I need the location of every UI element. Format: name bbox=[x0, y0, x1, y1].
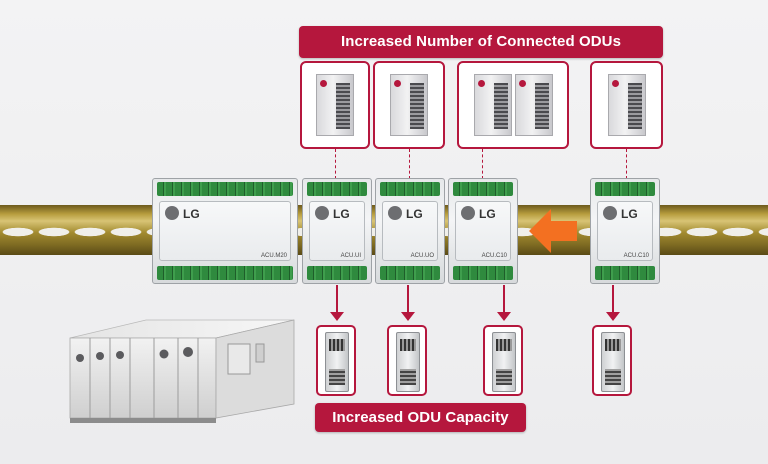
io-module-box-2 bbox=[387, 325, 427, 396]
odu-connector-line bbox=[626, 149, 627, 179]
odu-unit-icon bbox=[390, 74, 428, 136]
down-arrow-icon bbox=[330, 285, 344, 321]
odu-box-2 bbox=[373, 61, 445, 149]
down-arrow-icon bbox=[401, 285, 415, 321]
io-module-box-4 bbox=[592, 325, 632, 396]
io-module-icon bbox=[396, 332, 420, 392]
odu-connector-line bbox=[335, 149, 336, 179]
controller-model-label: ACU.UI bbox=[340, 253, 361, 259]
controller-model-label: ACU.C10 bbox=[481, 253, 507, 259]
lg-logo: LG bbox=[165, 206, 200, 221]
lg-logo: LG bbox=[461, 206, 496, 221]
odu-unit-icon bbox=[607, 74, 646, 136]
odu-capacity-banner: Increased ODU Capacity bbox=[315, 403, 526, 432]
controller-model-label: ACU.M20 bbox=[260, 253, 287, 259]
io-module-box-3 bbox=[483, 325, 523, 396]
connected-odus-banner: Increased Number of Connected ODUs bbox=[299, 26, 663, 58]
controller-model-label: ACU.UO bbox=[410, 253, 434, 259]
odu-unit-icon bbox=[473, 74, 512, 136]
controller-acu-c10-added: LG ACU.C10 bbox=[590, 178, 660, 284]
lg-logo: LG bbox=[603, 206, 638, 221]
io-module-icon bbox=[601, 332, 625, 392]
controller-acu-uo: LG ACU.UO bbox=[375, 178, 445, 284]
odu-box-3 bbox=[457, 61, 569, 149]
odu-unit-icon bbox=[514, 74, 553, 136]
right-to-left-arrow-icon bbox=[529, 209, 577, 253]
odu-connector-line bbox=[482, 149, 483, 179]
odu-box-4 bbox=[590, 61, 663, 149]
down-arrow-icon bbox=[606, 285, 620, 321]
odu-unit-icon bbox=[316, 74, 354, 136]
down-arrow-icon bbox=[497, 285, 511, 321]
controller-acu-m20: LG ACU.M20 bbox=[152, 178, 298, 284]
lg-logo: LG bbox=[315, 206, 350, 221]
controller-model-label: ACU.C10 bbox=[623, 253, 649, 259]
controller-acu-ui: LG ACU.UI bbox=[302, 178, 372, 284]
io-module-box-1 bbox=[316, 325, 356, 396]
lg-logo: LG bbox=[388, 206, 423, 221]
io-module-icon bbox=[492, 332, 516, 392]
odu-box-1 bbox=[300, 61, 370, 149]
io-module-icon bbox=[325, 332, 349, 392]
controller-acu-c10: LG ACU.C10 bbox=[448, 178, 518, 284]
air-handling-unit-icon bbox=[69, 319, 295, 423]
odu-connector-line bbox=[409, 149, 410, 179]
